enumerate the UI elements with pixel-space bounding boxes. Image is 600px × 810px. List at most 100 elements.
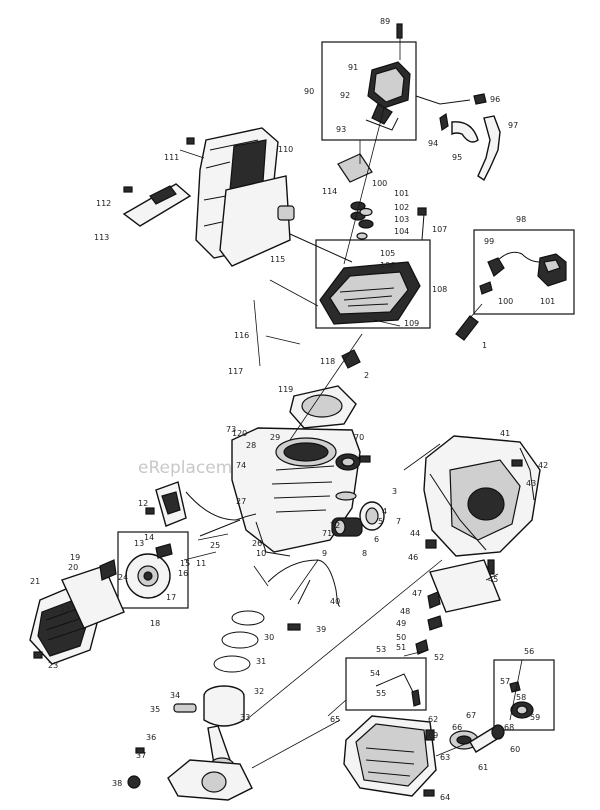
callout-97: 97 (508, 121, 518, 130)
muffler-stud[interactable] (99, 559, 117, 581)
callout-21: 21 (30, 577, 40, 586)
muffler-gasket[interactable] (61, 565, 125, 629)
crank-gear[interactable] (127, 775, 141, 789)
cylinder-gasket[interactable] (289, 385, 357, 429)
callout-70: 70 (354, 433, 364, 442)
callout-13: 13 (134, 539, 144, 548)
flywheel[interactable] (125, 553, 171, 599)
filter-neck[interactable] (469, 724, 505, 753)
cover-bolt[interactable] (511, 459, 523, 467)
governor-gear[interactable] (335, 453, 361, 471)
rocker-plate[interactable] (337, 153, 373, 183)
crank-key[interactable] (135, 747, 145, 754)
cylinder-head-group-box (315, 239, 431, 329)
rocker-shaft-sleeve[interactable] (277, 205, 295, 221)
governor-bolt[interactable] (287, 623, 301, 631)
callout-107: 107 (432, 225, 447, 234)
air-filter-gasket[interactable] (219, 175, 291, 267)
flywheel-key[interactable] (155, 543, 173, 559)
oil-seal[interactable] (359, 501, 385, 531)
dipstick[interactable] (487, 559, 495, 575)
callout-95: 95 (452, 153, 462, 162)
callout-92: 92 (340, 91, 350, 100)
callout-35: 35 (150, 705, 160, 714)
fuel-pump[interactable] (155, 481, 187, 527)
callout-5: 5 (378, 517, 383, 526)
callout-98: 98 (516, 215, 526, 224)
callout-66: 66 (452, 723, 462, 732)
callout-65: 65 (330, 715, 340, 724)
callout-39: 39 (316, 625, 326, 634)
valve-cover-bolt[interactable] (396, 23, 403, 60)
callout-94: 94 (428, 139, 438, 148)
push-rod[interactable] (289, 233, 353, 263)
callout-112: 112 (96, 199, 111, 208)
oil-sensor-group-box (493, 659, 555, 731)
callout-33: 33 (240, 713, 250, 722)
cylinder-head[interactable] (319, 261, 421, 325)
callout-14: 14 (144, 533, 154, 542)
spark-plug[interactable] (455, 303, 483, 341)
callout-12: 12 (138, 499, 148, 508)
air-filter-screw[interactable] (179, 137, 205, 159)
pump-screw[interactable] (145, 507, 155, 515)
callout-32: 32 (254, 687, 264, 696)
governor-screw[interactable] (359, 455, 371, 463)
breather-tube[interactable] (477, 115, 501, 182)
cylinder-block[interactable] (231, 427, 361, 553)
choke-bracket[interactable] (122, 183, 192, 227)
callout-91: 91 (348, 63, 358, 72)
cover-screw[interactable] (425, 539, 437, 549)
callout-48: 48 (400, 607, 410, 616)
callout-labels: 89 90 91 92 93 94 95 96 97 98 99 100 101… (30, 17, 555, 802)
breather-bracket[interactable] (371, 103, 393, 125)
callout-54: 54 (370, 669, 380, 678)
crankcase-cover[interactable] (423, 435, 541, 557)
callout-52: 52 (434, 653, 444, 662)
piston-pin[interactable] (173, 703, 197, 713)
sensor-washer[interactable] (509, 681, 521, 693)
callout-106: 106 (380, 261, 395, 270)
callout-18: 18 (150, 619, 160, 628)
callout-16: 16 (178, 569, 188, 578)
governor-spring[interactable] (335, 491, 357, 501)
callout-57: 57 (500, 677, 510, 686)
callout-42: 42 (538, 461, 548, 470)
callout-15: 15 (180, 559, 190, 568)
callout-1: 1 (482, 341, 487, 350)
piston-rings[interactable] (213, 610, 265, 673)
valve-cover[interactable] (367, 61, 411, 109)
sump-bolt[interactable] (423, 789, 435, 797)
oil-sump[interactable] (343, 715, 437, 797)
oil-drain-plug[interactable] (510, 701, 534, 719)
breather-clip[interactable] (365, 117, 399, 131)
callout-111: 111 (164, 153, 179, 162)
coil-screw[interactable] (479, 281, 493, 295)
tube-clamp[interactable] (473, 93, 487, 105)
callout-101b: 101 (394, 189, 409, 198)
callout-26: 26 (252, 539, 262, 548)
plug-boot[interactable] (487, 257, 505, 277)
piston[interactable] (203, 685, 245, 727)
callout-100b: 100 (372, 179, 387, 188)
throttle-lever[interactable] (375, 673, 421, 707)
crankshaft[interactable] (167, 759, 253, 801)
drain-washer[interactable] (425, 729, 435, 741)
breather-hose[interactable] (451, 121, 479, 143)
valve-spring-stack[interactable] (350, 201, 374, 240)
head-bolt[interactable] (417, 207, 427, 241)
callout-44: 44 (410, 529, 420, 538)
breather-link (415, 95, 471, 105)
hose-clamp[interactable] (439, 112, 449, 132)
callout-11: 11 (196, 559, 206, 568)
muffler-screw[interactable] (33, 651, 43, 659)
camshaft[interactable] (331, 517, 363, 537)
callout-60: 60 (510, 745, 520, 754)
oil-alert-plate[interactable] (429, 559, 501, 613)
oil-sensor-linkage[interactable] (415, 591, 443, 655)
callout-108: 108 (432, 285, 447, 294)
ignition-coil[interactable] (537, 253, 567, 287)
callout-62: 62 (428, 715, 438, 724)
callout-38: 38 (112, 779, 122, 788)
bracket-screw[interactable] (123, 186, 133, 193)
